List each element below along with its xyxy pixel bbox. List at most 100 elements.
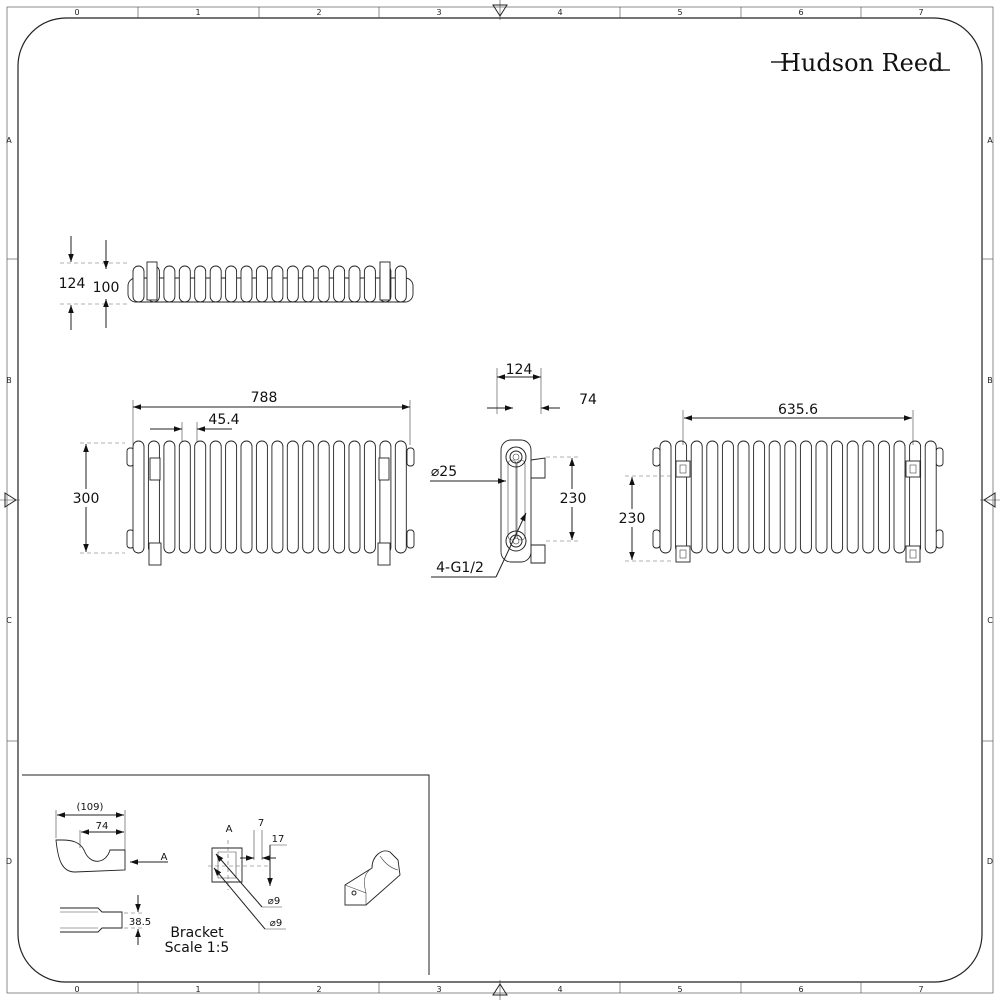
grid-row-d-right: D [987, 857, 993, 866]
radiator-section [302, 265, 315, 303]
radiator-section [286, 265, 299, 303]
view-marker-a: A [161, 852, 168, 863]
radiator-section [255, 440, 268, 554]
bracket-caption-scale: Scale 1:5 [165, 940, 230, 956]
radiator-section [286, 440, 299, 554]
grid-column-labels-top: 0 1 2 3 4 5 6 7 [74, 8, 923, 17]
grid-col-0: 0 [74, 8, 79, 17]
radiator-section [862, 440, 875, 554]
front-view-sections [132, 440, 407, 554]
dim-top-inner-depth: 100 [93, 280, 120, 296]
view-marker-a-end: A [226, 824, 233, 835]
dim-front-height: 300 [73, 491, 100, 507]
radiator-section [132, 440, 145, 554]
side-view: 124 74 ⌀25 4-G1/2 230 [430, 362, 597, 578]
radiator-section [209, 440, 222, 554]
brand-logo: Hudson Reed [771, 49, 950, 77]
grid-col-5: 5 [677, 8, 682, 17]
rear-view-sections [659, 440, 937, 554]
radiator-section [178, 440, 191, 554]
centre-mark-left-icon [0, 492, 20, 508]
radiator-section [659, 440, 672, 554]
top-view: 124 100 [59, 236, 414, 330]
rear-bracket-left [675, 460, 691, 563]
grid-row-b-right: B [987, 376, 993, 385]
dim-bracket-height: 38.5 [129, 917, 151, 928]
grid-col-1: 1 [195, 8, 200, 17]
radiator-section [924, 440, 937, 554]
brand-name: Hudson Reed [780, 49, 943, 77]
dim-hole-2: ⌀9 [270, 918, 282, 929]
front-bracket-right [377, 457, 391, 566]
side-bracket-lower [530, 544, 546, 564]
grid-row-d: D [6, 857, 12, 866]
grid-row-b: B [6, 376, 12, 385]
radiator-section [363, 440, 376, 554]
dim-connections: 4-G1/2 [436, 560, 484, 576]
side-bracket-upper [530, 457, 546, 479]
radiator-section [721, 440, 734, 554]
grid-col-3: 3 [436, 8, 441, 17]
dim-hole-1: ⌀9 [268, 896, 280, 907]
dim-top-depth: 124 [59, 276, 86, 292]
grid-col-0-bottom: 0 [74, 985, 79, 994]
radiator-section [768, 440, 781, 554]
grid-col-4: 4 [557, 8, 562, 17]
radiator-section [675, 440, 688, 554]
bracket-side-view: (109) 74 A [55, 802, 168, 873]
grid-row-labels-right: A B C D [987, 136, 993, 866]
radiator-section [831, 440, 844, 554]
rear-view: 635.6 230 [614, 402, 944, 563]
top-bracket-left [146, 261, 158, 301]
bracket-plan-view: 38.5 [60, 895, 151, 945]
radiator-section [784, 440, 797, 554]
dim-rear-centres: 230 [619, 511, 646, 527]
radiator-section [893, 440, 906, 554]
dim-front-width: 788 [251, 390, 278, 406]
grid-col-2: 2 [316, 8, 321, 17]
dim-bracket-width: 74 [96, 821, 109, 832]
radiator-section [846, 440, 859, 554]
grid-col-5-bottom: 5 [677, 985, 682, 994]
radiator-section [909, 440, 922, 554]
grid-row-c-right: C [987, 616, 993, 625]
dim-bracket-span: 635.6 [778, 402, 818, 418]
grid-row-c: C [6, 616, 12, 625]
radiator-section [271, 440, 284, 554]
grid-col-6-bottom: 6 [798, 985, 803, 994]
radiator-section [271, 265, 284, 303]
radiator-section [317, 265, 330, 303]
radiator-section [877, 440, 890, 554]
dim-bracket-width-ref: (109) [77, 802, 104, 813]
radiator-section [333, 440, 346, 554]
rear-bracket-right [905, 460, 921, 563]
radiator-section [348, 440, 361, 554]
grid-col-7: 7 [918, 8, 923, 17]
grid-row-a: A [6, 136, 12, 145]
radiator-section [163, 265, 176, 303]
dim-side-depth: 124 [506, 362, 533, 378]
radiator-section [255, 265, 268, 303]
radiator-section [394, 265, 407, 303]
radiator-section [317, 440, 330, 554]
grid-row-a-right: A [987, 136, 993, 145]
radiator-section [799, 440, 812, 554]
centre-mark-bottom-icon [492, 980, 508, 1000]
grid-col-4-bottom: 4 [557, 985, 562, 994]
grid-column-labels-bottom: 0 1 2 3 4 5 6 7 [74, 985, 923, 994]
grid-col-2-bottom: 2 [316, 985, 321, 994]
radiator-section [302, 440, 315, 554]
bracket-end-view: A 7 17 ⌀9 ⌀9 [208, 818, 287, 930]
grid-col-1-bottom: 1 [195, 985, 200, 994]
radiator-section [333, 265, 346, 303]
radiator-section [690, 440, 703, 554]
bracket-caption-title: Bracket [170, 925, 224, 941]
radiator-section [753, 440, 766, 554]
radiator-section [737, 440, 750, 554]
bracket-isometric-view [344, 850, 401, 906]
radiator-section [348, 265, 361, 303]
centre-mark-top-icon [492, 0, 508, 20]
radiator-section [225, 265, 238, 303]
